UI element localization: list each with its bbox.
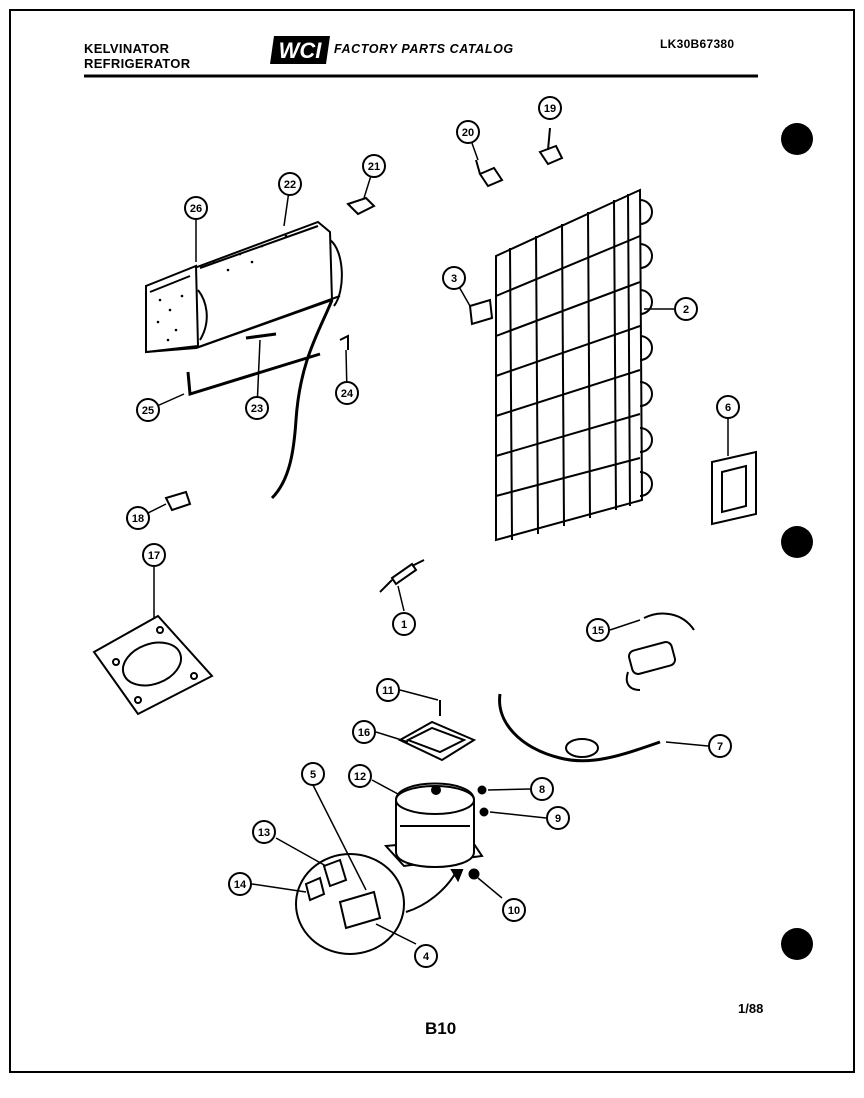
callout-20: 20 xyxy=(456,120,480,144)
callout-number: 21 xyxy=(368,161,380,173)
filter-drier-drawing xyxy=(379,559,425,593)
callout-1: 1 xyxy=(392,612,416,636)
grommet-parts-drawing xyxy=(468,785,489,880)
callout-number: 10 xyxy=(508,905,520,917)
callout-number: 23 xyxy=(251,403,263,415)
callout-number: 1 xyxy=(401,619,407,631)
callout-25: 25 xyxy=(136,398,160,422)
callout-number: 19 xyxy=(544,103,556,115)
callout-14: 14 xyxy=(228,872,252,896)
callout-6: 6 xyxy=(716,395,740,419)
wci-logo: WCI xyxy=(268,34,332,66)
callout-4: 4 xyxy=(414,944,438,968)
callout-15: 15 xyxy=(586,618,610,642)
callout-24: 24 xyxy=(335,381,359,405)
compressor-base-plate-drawing xyxy=(92,614,214,716)
brand-name: KELVINATOR xyxy=(84,41,170,56)
callout-8: 8 xyxy=(530,777,554,801)
relay-overload-inset-drawing xyxy=(295,853,464,955)
logo-text: WCI xyxy=(279,38,323,63)
callout-23: 23 xyxy=(245,396,269,420)
callout-number: 16 xyxy=(358,727,370,739)
callout-number: 2 xyxy=(683,304,689,316)
compressor-drawing xyxy=(383,782,484,868)
page-border xyxy=(9,9,855,1073)
capacitor-drawing xyxy=(625,612,695,691)
catalog-title: FACTORY PARTS CATALOG xyxy=(334,42,514,56)
callout-11: 11 xyxy=(376,678,400,702)
callout-number: 5 xyxy=(310,769,316,781)
callout-number: 15 xyxy=(592,625,604,637)
callout-number: 22 xyxy=(284,179,296,191)
callout-number: 11 xyxy=(382,685,394,697)
wiring-harness-drawing xyxy=(498,693,661,763)
callout-number: 12 xyxy=(354,771,366,783)
callout-number: 7 xyxy=(717,741,723,753)
defrost-heater-parts-drawing xyxy=(186,332,349,396)
cover-plate-drawing xyxy=(711,450,757,526)
callout-9: 9 xyxy=(546,806,570,830)
callout-5: 5 xyxy=(301,762,325,786)
binder-hole-bottom xyxy=(781,928,813,960)
callout-labels: 26 22 21 20 19 3 2 25 23 24 6 18 17 1 15 11 16 7 5 12 8 9 13 14… xyxy=(126,96,740,968)
callout-number: 3 xyxy=(451,273,457,285)
callout-22: 22 xyxy=(278,172,302,196)
callout-10: 10 xyxy=(502,898,526,922)
callout-12: 12 xyxy=(348,764,372,788)
binder-hole-top xyxy=(781,123,813,155)
callout-19: 19 xyxy=(538,96,562,120)
condenser-coil-drawing xyxy=(495,188,653,542)
callout-16: 16 xyxy=(352,720,376,744)
callout-number: 18 xyxy=(132,513,144,525)
binder-hole-middle xyxy=(781,526,813,558)
callout-26: 26 xyxy=(184,196,208,220)
date-code: 1/88 xyxy=(738,1001,764,1016)
callout-number: 13 xyxy=(258,827,270,839)
callout-17: 17 xyxy=(142,543,166,567)
callout-number: 24 xyxy=(341,388,354,400)
callout-number: 17 xyxy=(148,550,160,562)
catalog-id: LK30B67380 xyxy=(660,37,735,51)
callout-number: 25 xyxy=(142,405,154,417)
evaporator-assembly-drawing xyxy=(145,220,343,500)
callout-13: 13 xyxy=(252,820,276,844)
callout-number: 6 xyxy=(725,402,731,414)
callout-7: 7 xyxy=(708,734,732,758)
callout-21: 21 xyxy=(362,154,386,178)
small-clip-parts-drawing xyxy=(346,127,564,216)
wiring-coil-drawing xyxy=(565,738,599,758)
callout-18: 18 xyxy=(126,506,150,530)
bracket-drawing xyxy=(468,298,494,326)
callout-number: 4 xyxy=(423,951,430,963)
callout-3: 3 xyxy=(442,266,466,290)
page-code: B10 xyxy=(425,1019,457,1038)
callout-number: 9 xyxy=(555,813,561,825)
mounting-tray-drawing xyxy=(397,700,477,762)
tubing-clip-drawing xyxy=(164,490,192,512)
callout-number: 14 xyxy=(234,879,247,891)
callout-number: 20 xyxy=(462,127,474,139)
callout-number: 8 xyxy=(539,784,545,796)
callout-2: 2 xyxy=(674,297,698,321)
product-type: REFRIGERATOR xyxy=(84,56,191,71)
callout-number: 26 xyxy=(190,203,202,215)
